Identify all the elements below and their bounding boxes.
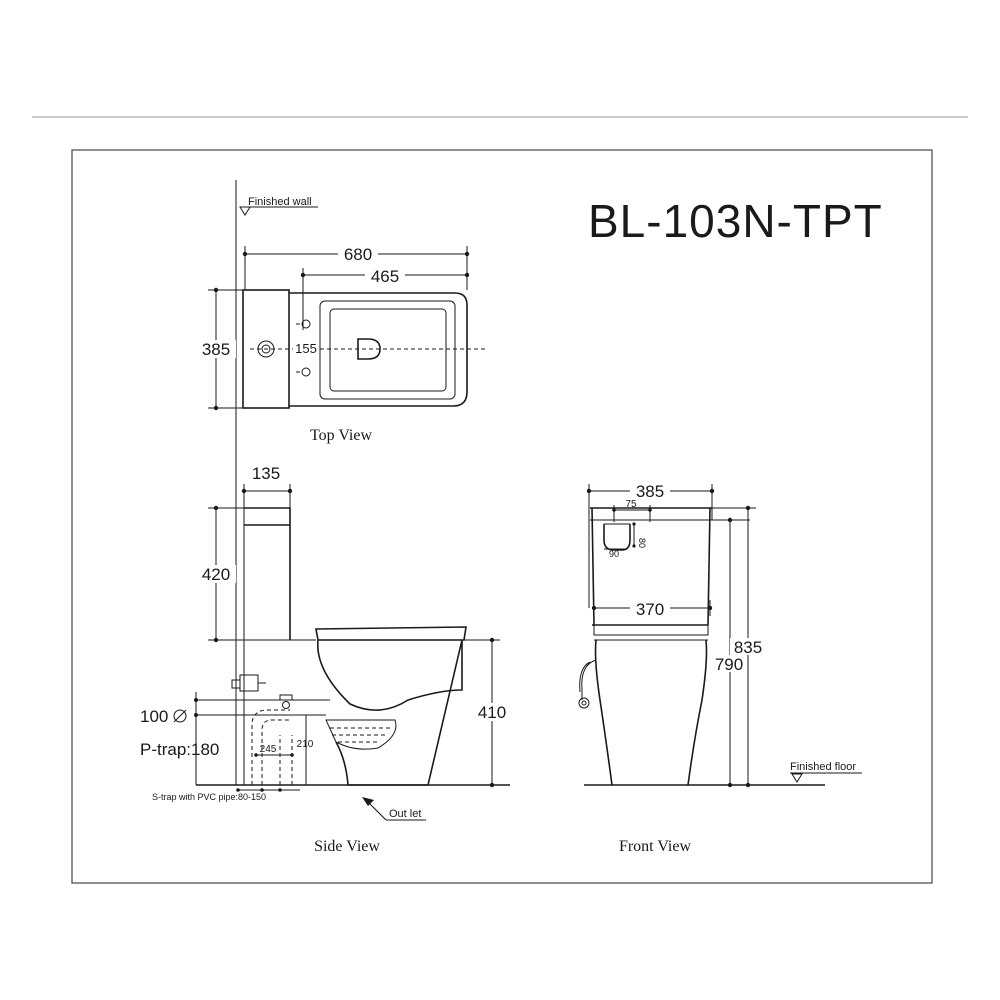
dim-155: 155 <box>295 341 317 356</box>
p-trap-height-label: 100 <box>140 707 168 726</box>
dim-90: 90 <box>609 549 619 559</box>
fixing-hole-icon <box>301 319 311 329</box>
p-trap-label: P-trap:180 <box>140 740 219 759</box>
finished-wall-label: Finished wall <box>248 196 312 208</box>
front-view: 385 75 80 90 370 <box>578 482 862 855</box>
dim-790: 790 <box>715 655 743 674</box>
diameter-symbol-icon <box>173 709 187 723</box>
side-view: 135 420 410 100 P- <box>140 464 512 855</box>
s-trap-note: S-trap with PVC pipe:80-150 <box>152 792 266 802</box>
side-tank-outline <box>244 507 291 640</box>
top-bowl-rim <box>319 300 456 400</box>
dim-385-top: 385 <box>202 340 230 359</box>
front-button-icon <box>603 524 631 551</box>
side-bowl-outline <box>317 639 463 786</box>
p-trap-pipe <box>196 694 330 716</box>
front-seat-outline <box>593 624 709 636</box>
front-valve-icon <box>578 697 590 709</box>
dim-420: 420 <box>202 565 230 584</box>
dim-465: 465 <box>371 267 399 286</box>
dim-385-front: 385 <box>636 482 664 501</box>
outlet-arrow-icon <box>362 797 374 806</box>
side-trapway <box>325 719 397 750</box>
finished-floor-marker-icon <box>791 773 803 783</box>
finished-wall-marker-icon <box>239 206 251 216</box>
front-tank-outline <box>590 507 712 626</box>
dim-135: 135 <box>252 464 280 483</box>
s-trap-pipe <box>251 709 293 785</box>
dim-245: 245 <box>260 744 277 755</box>
finished-floor-label: Finished floor <box>790 761 856 773</box>
model-title: BL-103N-TPT <box>588 195 883 247</box>
top-view-caption: Top View <box>310 427 373 444</box>
dim-835: 835 <box>734 638 762 657</box>
front-view-caption: Front View <box>619 838 692 855</box>
dim-410: 410 <box>478 703 506 722</box>
angle-valve-icon <box>239 674 259 692</box>
front-bowl-outline <box>594 639 708 786</box>
top-view: 680 465 385 155 Top View <box>196 244 488 444</box>
dim-75: 75 <box>625 499 637 510</box>
side-view-caption: Side View <box>314 838 380 855</box>
side-seat-outline <box>315 626 467 641</box>
front-water-hose <box>579 659 597 700</box>
fixing-hole-icon <box>301 367 311 377</box>
outlet-label: Out let <box>389 808 421 820</box>
dim-210: 210 <box>297 739 314 750</box>
drawing-frame <box>71 149 933 884</box>
dim-370: 370 <box>636 600 664 619</box>
dim-80: 80 <box>637 538 647 548</box>
top-bowl-inner <box>329 308 447 392</box>
dim-680: 680 <box>344 245 372 264</box>
